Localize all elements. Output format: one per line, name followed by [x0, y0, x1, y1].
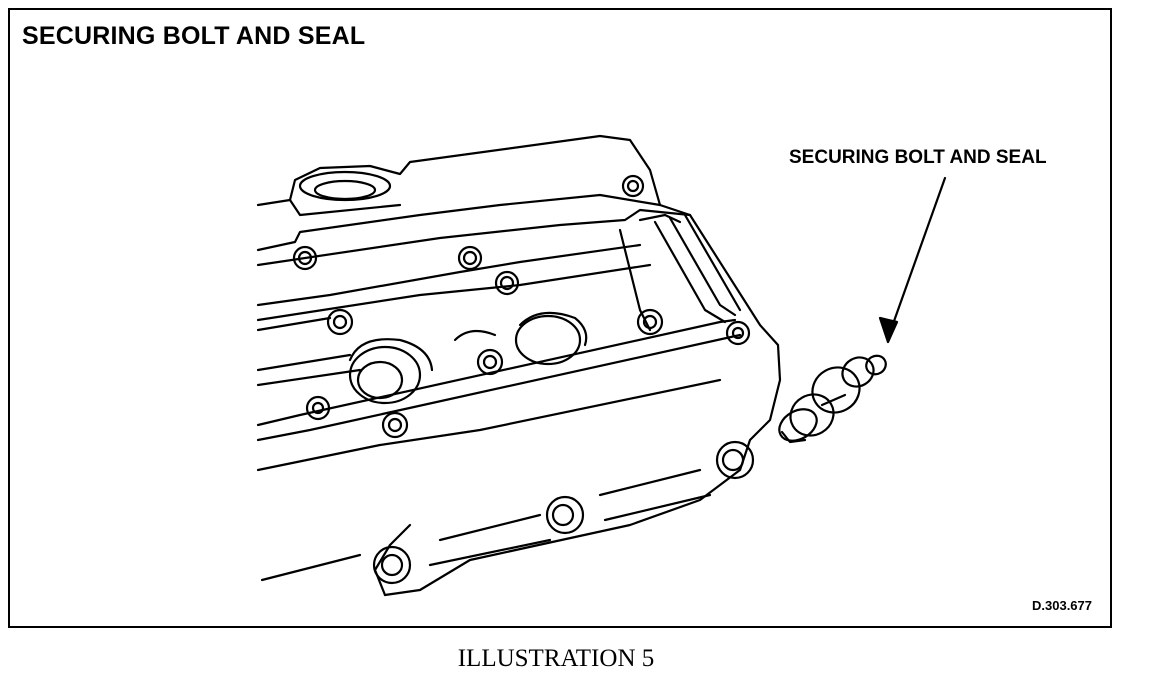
bolt-bosses — [292, 174, 755, 585]
figure-title: SECURING BOLT AND SEAL — [22, 22, 366, 50]
callout-arrow — [878, 176, 947, 344]
callout-label: SECURING BOLT AND SEAL — [789, 147, 1047, 168]
figure-frame — [8, 8, 1112, 628]
cylinder-head-outline — [256, 134, 782, 597]
securing-bolt-and-seal — [778, 354, 887, 444]
illustration-caption: ILLUSTRATION 5 — [457, 645, 655, 672]
valve-bores — [348, 311, 588, 405]
top-port — [298, 170, 392, 202]
drawing-code: D.303.677 — [1032, 598, 1092, 613]
